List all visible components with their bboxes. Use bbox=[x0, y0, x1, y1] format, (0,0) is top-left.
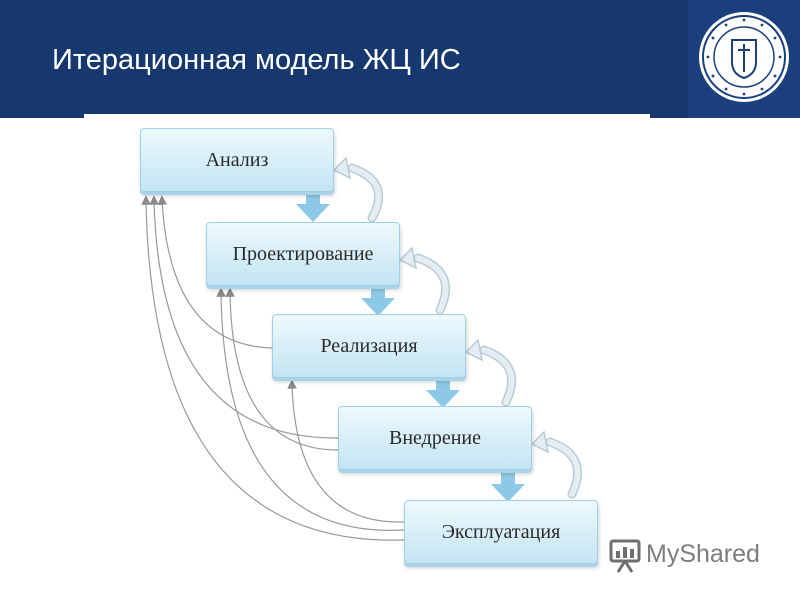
feedback-line bbox=[216, 287, 405, 531]
return-arrow bbox=[530, 430, 583, 499]
return-arrow bbox=[398, 246, 451, 315]
feedback-line bbox=[149, 195, 339, 439]
stage-design: Проектирование bbox=[206, 222, 400, 286]
stage-analysis: Анализ bbox=[140, 128, 334, 192]
stage-label: Внедрение bbox=[389, 426, 481, 449]
feedback-line bbox=[141, 195, 405, 541]
return-arrow bbox=[332, 156, 384, 223]
presentation-board-icon bbox=[609, 539, 641, 573]
university-logo bbox=[688, 0, 800, 118]
down-arrow bbox=[491, 466, 525, 502]
stage-label: Эксплуатация bbox=[441, 520, 561, 543]
stage-label: Анализ bbox=[205, 148, 269, 171]
feedback-line bbox=[225, 287, 339, 451]
feedback-line bbox=[157, 195, 273, 349]
slide-header: Итерационная модель ЖЦ ИС bbox=[0, 0, 800, 118]
watermark: MyShared bbox=[606, 536, 770, 576]
stage-label: Проектирование bbox=[232, 242, 374, 265]
watermark-text: MyShared bbox=[646, 540, 760, 568]
university-seal-icon bbox=[699, 12, 789, 102]
lifecycle-diagram: Анализ Проектирование Реализация Внедрен… bbox=[0, 118, 800, 600]
slide-title: Итерационная модель ЖЦ ИС bbox=[52, 44, 461, 76]
stage-deployment: Внедрение bbox=[338, 406, 532, 470]
stage-operation: Эксплуатация bbox=[404, 500, 598, 564]
return-arrow bbox=[464, 338, 517, 407]
stage-implementation: Реализация bbox=[272, 314, 466, 378]
feedback-line bbox=[287, 379, 405, 523]
header-divider bbox=[84, 114, 650, 118]
stage-label: Реализация bbox=[320, 334, 418, 357]
diagram-connectors bbox=[141, 156, 583, 541]
